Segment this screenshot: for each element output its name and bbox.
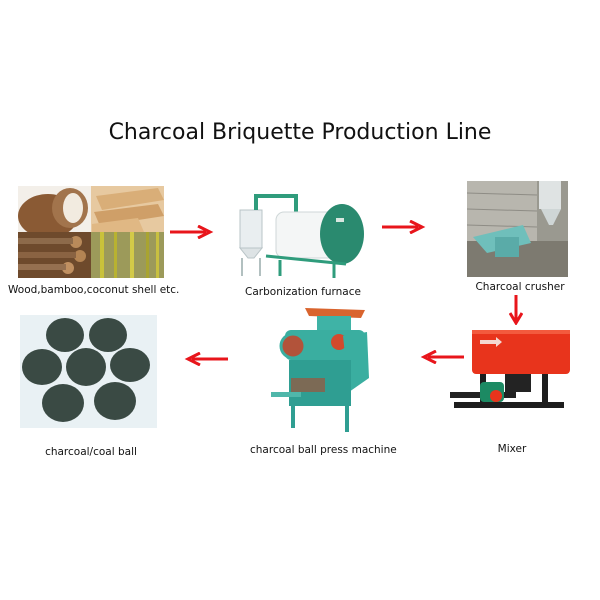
flow-arrow-right-2 (382, 220, 426, 234)
flow-arrow-left-2 (184, 352, 228, 366)
flow-arrow-right-1 (170, 225, 214, 239)
carbonization-furnace-image (236, 190, 366, 282)
step-label-mixer: Mixer (497, 443, 527, 455)
diagram-title: Charcoal Briquette Production Line (108, 120, 492, 145)
step-label-charcoal-crusher: Charcoal crusher (475, 281, 565, 293)
flow-arrow-down (509, 295, 523, 325)
step-label-carbonization-furnace: Carbonization furnace (245, 286, 361, 298)
step-label-raw-materials: Wood,bamboo,coconut shell etc. (8, 284, 180, 296)
ball-press-machine-image (265, 308, 375, 436)
coal-ball-image (20, 315, 157, 428)
flow-arrow-left-1 (420, 350, 464, 364)
mixer-image (450, 330, 570, 422)
step-label-ball-press: charcoal ball press machine (250, 444, 397, 456)
charcoal-crusher-image (467, 181, 568, 277)
step-label-coal-ball: charcoal/coal ball (45, 446, 137, 458)
raw-materials-image (18, 186, 164, 278)
